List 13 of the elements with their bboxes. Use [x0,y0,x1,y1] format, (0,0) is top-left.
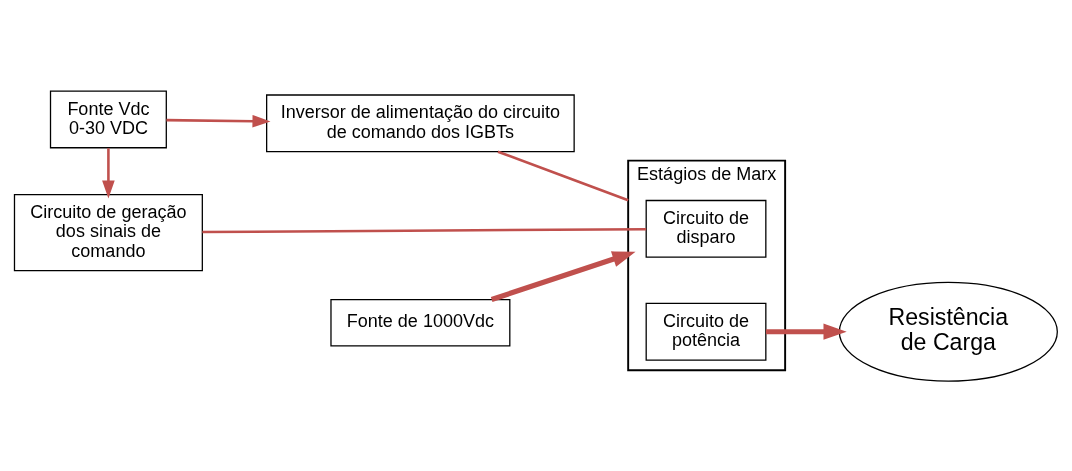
node-box: Circuito de geração dos sinais de comando [13,193,203,271]
arrow [166,114,271,128]
node-box: Circuito de potência [645,302,767,361]
connector [202,227,647,233]
arrow [490,250,636,302]
arrow [765,323,847,340]
node-box: Fonte de 1000Vdc [330,298,511,347]
connector [497,150,629,201]
arrow [102,147,115,198]
node-ellipse: Resistência de Carga [838,281,1058,382]
node-box: Fonte Vdc 0-30 VDC [49,90,167,148]
node-box: Inversor de alimentação do circuito de comando dos IGBTs [266,93,575,152]
node-box: Circuito de disparo [645,199,767,258]
